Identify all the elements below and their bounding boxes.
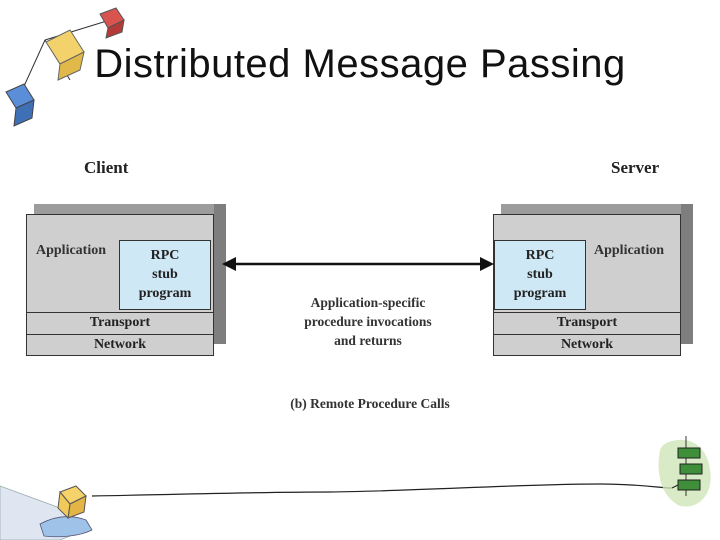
connector-description: Application-specific procedure invocatio… <box>268 293 468 350</box>
client-machine: Application RPC stub program Transport N… <box>26 204 226 356</box>
server-box-front: RPC stub program Application Transport N… <box>493 214 681 356</box>
client-rpc-line-2: stub <box>152 267 178 282</box>
arrow-head-left <box>222 257 236 271</box>
client-rpc-line-3: program <box>138 286 192 301</box>
hand-with-cube-icon <box>0 485 93 540</box>
client-application-label: Application <box>36 243 107 258</box>
server-rpc-stub-box: RPC stub program <box>494 240 586 310</box>
stacked-modules-icon <box>658 436 711 507</box>
bottom-wire-line <box>91 483 673 497</box>
server-transport-layer: Transport <box>494 312 680 333</box>
client-rpc-stub-box: RPC stub program <box>119 240 211 310</box>
server-box-side-face <box>681 204 693 344</box>
server-heading: Server <box>611 158 660 177</box>
arrow-head-right <box>480 257 494 271</box>
client-network-layer: Network <box>27 334 213 355</box>
connector-line-1: Application-specific <box>310 295 426 310</box>
connector-line-2: procedure invocations <box>304 314 432 329</box>
client-transport-layer: Transport <box>27 312 213 333</box>
cubes-decoration-icon <box>5 7 125 127</box>
slide-title: Distributed Message Passing <box>94 42 626 86</box>
client-box-side-face <box>214 204 226 344</box>
client-rpc-line-1: RPC <box>150 248 180 263</box>
figure-caption: (b) Remote Procedure Calls <box>290 396 450 411</box>
server-rpc-line-3: program <box>513 286 567 301</box>
server-rpc-line-1: RPC <box>525 248 555 263</box>
server-machine: RPC stub program Application Transport N… <box>493 204 693 356</box>
connector-line-3: and returns <box>334 333 402 348</box>
server-rpc-line-2: stub <box>527 267 553 282</box>
server-application-label: Application <box>594 243 665 258</box>
client-heading: Client <box>84 158 129 177</box>
server-network-layer: Network <box>494 334 680 355</box>
client-box-front: Application RPC stub program Transport N… <box>26 214 214 356</box>
server-box-top-face <box>501 204 693 214</box>
client-box-top-face <box>34 204 226 214</box>
